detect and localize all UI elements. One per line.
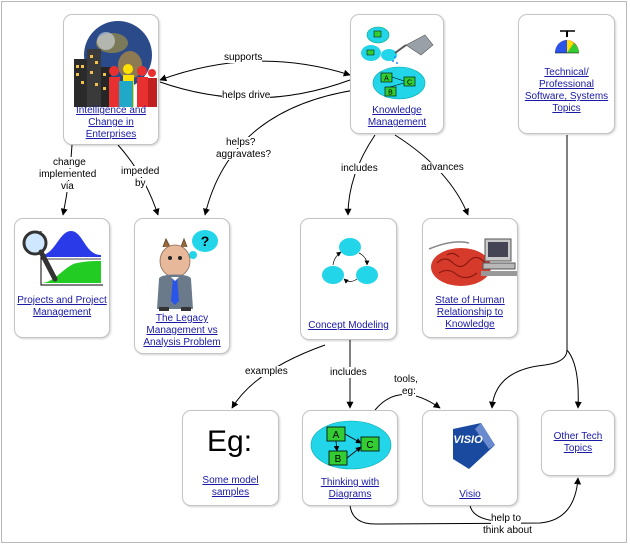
edge-label-impeded: impeded (121, 166, 160, 177)
brain-computer-icon (423, 229, 517, 291)
eg-glyph: Eg: (207, 425, 253, 458)
node-human-knowledge-link[interactable]: State of Human Relationship to Knowledge (435, 295, 505, 330)
node-samples[interactable]: Eg: Some model samples (182, 410, 279, 506)
node-knowledge-management-link[interactable]: Knowledge Management (367, 105, 427, 128)
node-projects[interactable]: Projects and Project Management (14, 218, 110, 338)
node-knowledge-management[interactable]: A C B Knowledge Management (350, 14, 444, 134)
edge-label-via: via (61, 181, 74, 192)
globe-city-people-icon (64, 21, 158, 109)
node-human-knowledge[interactable]: State of Human Relationship to Knowledge (422, 218, 518, 338)
svg-text:B: B (335, 454, 342, 465)
edge-label-tools: tools, (394, 374, 418, 385)
node-visio-link[interactable]: Visio (459, 489, 481, 500)
node-legacy-link[interactable]: The Legacy Management vs Analysis Proble… (143, 313, 221, 348)
node-visio[interactable]: VISIO Visio (422, 410, 518, 506)
node-samples-link[interactable]: Some model samples (202, 475, 259, 498)
edge-includes-1 (344, 134, 376, 216)
edge-label-think-about: think about (483, 525, 532, 536)
edge-label-help-to: help to (491, 513, 522, 524)
svg-text:?: ? (201, 233, 210, 249)
edge-label-helps-drive: helps drive (222, 90, 271, 101)
svg-text:A: A (333, 430, 340, 441)
thinking-manager-icon: ? (135, 223, 229, 311)
node-other-tech-link[interactable]: Other Tech Topics (553, 431, 603, 454)
svg-text:B: B (388, 90, 393, 97)
node-technical[interactable]: Technical/ Professional Software, System… (518, 14, 615, 134)
magnifier-chart-icon (15, 225, 109, 287)
node-projects-link[interactable]: Projects and Project Management (17, 295, 107, 318)
node-thinking-diagrams[interactable]: A C B Thinking with Diagrams (302, 410, 398, 506)
edge-label-helps: helps? (226, 137, 256, 148)
svg-text:A: A (384, 76, 389, 83)
edge-helps-aggravates (203, 89, 356, 216)
edge-label-includes-1: includes (341, 163, 378, 174)
node-intelligence[interactable]: Intelligence and Change in Enterprises (63, 14, 159, 145)
edge-help-think (349, 477, 582, 525)
node-thinking-diagrams-link[interactable]: Thinking with Diagrams (320, 477, 380, 500)
node-concept-modeling-link[interactable]: Concept Modeling (308, 320, 389, 331)
svg-text:C: C (366, 440, 373, 451)
edge-label-supports: supports (224, 52, 263, 63)
edge-label-change: change (53, 157, 86, 168)
edge-label-eg: eg: (402, 386, 416, 397)
edge-impeded (117, 144, 160, 216)
edge-label-aggravates: aggravates? (216, 149, 272, 160)
node-technical-link[interactable]: Technical/ Professional Software, System… (524, 67, 609, 114)
edge-supports (159, 60, 351, 82)
watering-can-diagram-icon: A C B (351, 19, 443, 103)
edge-label-includes-2: includes (330, 367, 367, 378)
edge-technical-trunk (489, 135, 568, 409)
edge-advances (394, 134, 469, 216)
edge-change (60, 144, 73, 216)
edge-label-examples: examples (245, 366, 288, 377)
edge-label-by: by (135, 178, 146, 189)
visio-logo-icon: VISIO (423, 419, 517, 471)
node-concept-modeling[interactable]: Concept Modeling (300, 218, 397, 340)
edge-technical-branch (566, 349, 582, 409)
svg-text:C: C (407, 80, 412, 87)
node-other-tech[interactable]: Other Tech Topics (541, 410, 615, 476)
node-intelligence-link[interactable]: Intelligence and Change in Enterprises (75, 105, 147, 140)
diagram-cloud-icon: A C B (303, 417, 397, 473)
svg-text:VISIO: VISIO (453, 434, 483, 446)
propeller-beanie-icon (519, 23, 614, 63)
edge-label-advances: advances (421, 162, 464, 173)
concept-cycle-icon (301, 235, 396, 295)
edge-label-implemented: implemented (39, 169, 97, 180)
node-legacy[interactable]: ? The Legacy Management vs Analysis Prob… (134, 218, 230, 354)
